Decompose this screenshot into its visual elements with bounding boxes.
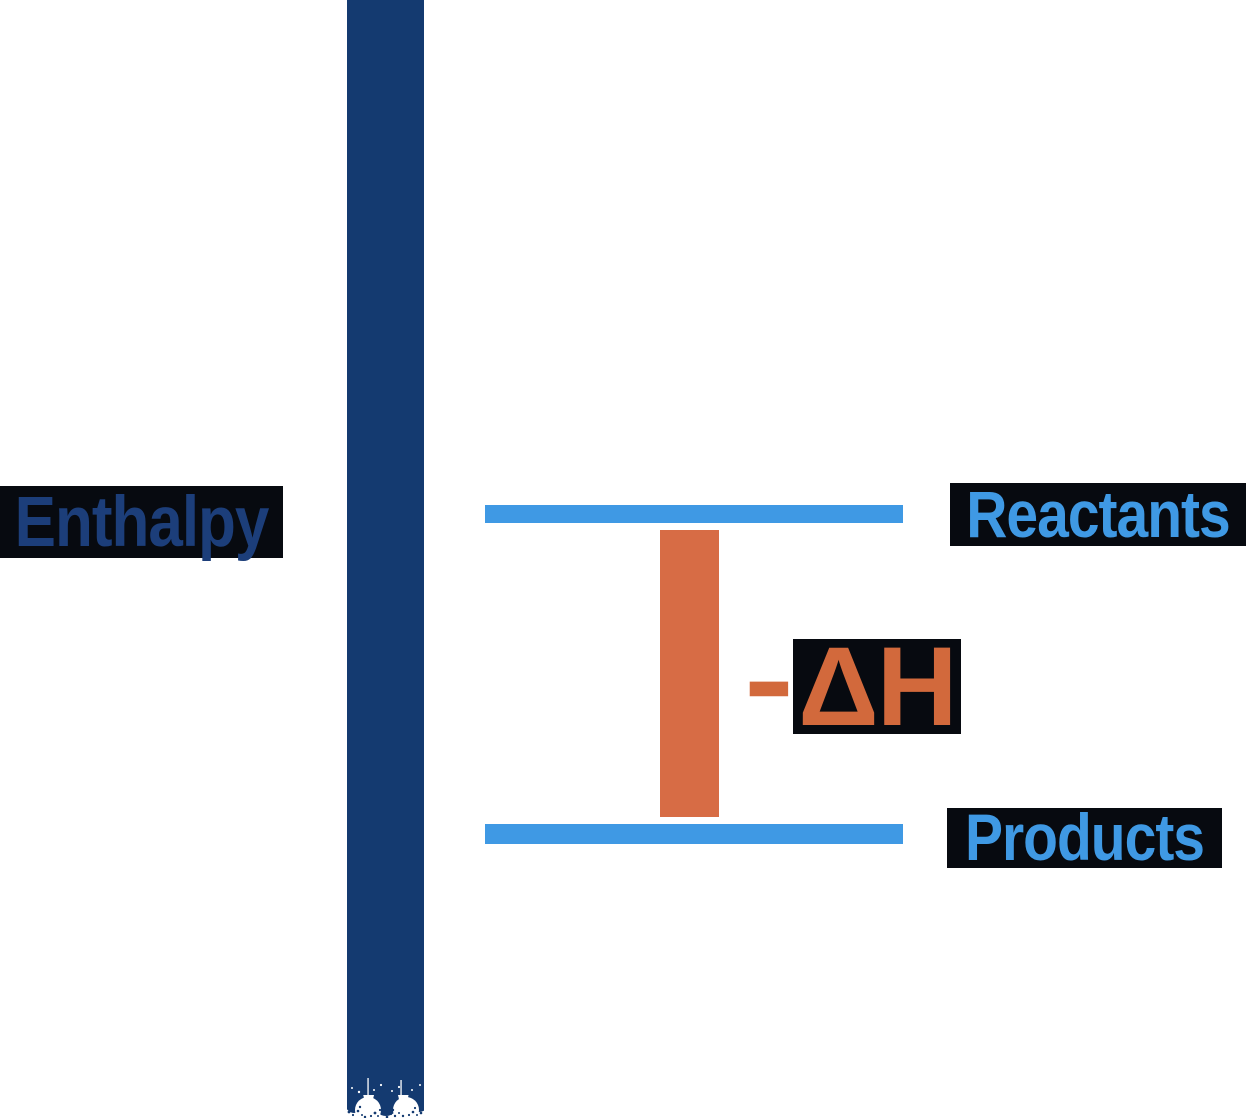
enthalpy-axis-bar bbox=[347, 0, 424, 1055]
reactants-level-line bbox=[485, 505, 903, 523]
axis-spray-texture bbox=[347, 1050, 424, 1118]
reactants-label: Reactants bbox=[950, 478, 1246, 551]
delta-h-label: - ΔH bbox=[744, 610, 961, 751]
delta-h-minus-sign: - bbox=[743, 609, 794, 748]
delta-h-bar bbox=[660, 530, 719, 817]
delta-h-symbol: ΔH bbox=[793, 631, 961, 743]
products-label: Products bbox=[947, 801, 1222, 875]
products-label-text: Products bbox=[964, 801, 1205, 875]
enthalpy-axis-label: Enthalpy bbox=[0, 482, 283, 562]
products-level-line bbox=[485, 824, 903, 844]
reactants-label-text: Reactants bbox=[966, 477, 1230, 552]
enthalpy-axis-label-text: Enthalpy bbox=[14, 482, 270, 562]
